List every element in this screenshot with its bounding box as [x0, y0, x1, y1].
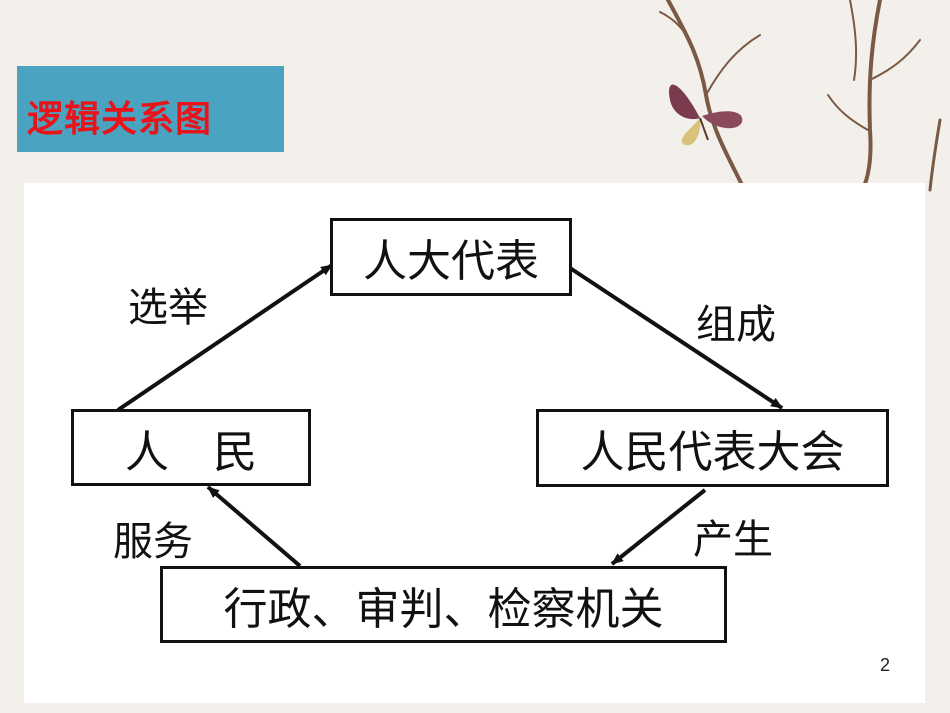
label-serve: 服务 — [113, 509, 193, 567]
node-congress: 人民代表大会 — [536, 409, 889, 487]
label-elect: 选举 — [128, 275, 208, 333]
page-number: 2 — [880, 655, 890, 676]
arrow-organs-to-people — [208, 487, 300, 566]
arrow-congress-to-organs — [612, 490, 705, 564]
node-organs: 行政、审判、检察机关 — [160, 566, 727, 643]
label-produce: 产生 — [693, 507, 773, 565]
node-people: 人 民 — [71, 409, 311, 486]
label-compose: 组成 — [696, 292, 776, 350]
node-deputies: 人大代表 — [330, 218, 572, 296]
